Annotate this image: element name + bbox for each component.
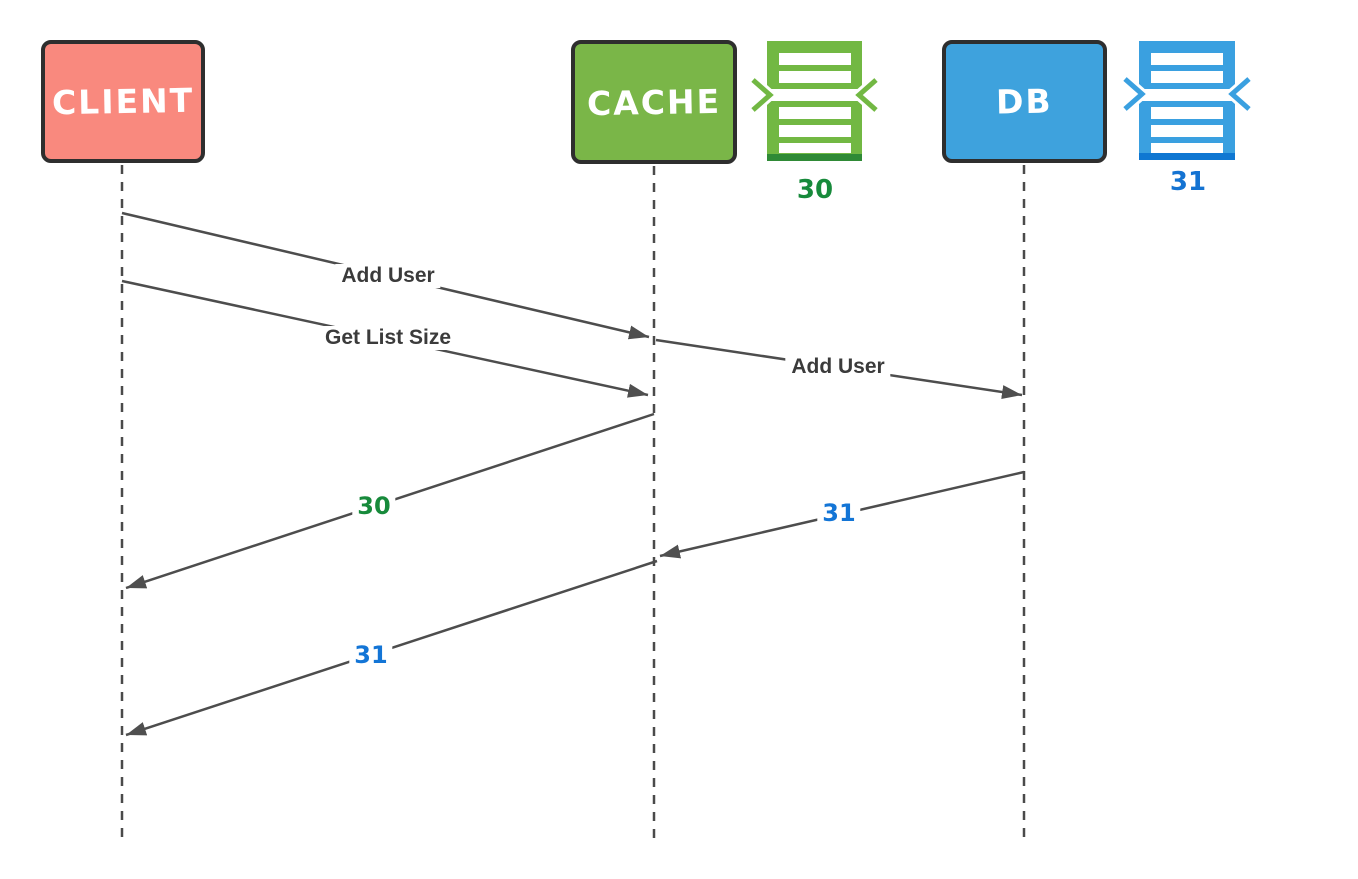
actor-box-db: DB <box>942 40 1107 163</box>
message-label-get-list-size: Get List Size <box>318 326 458 350</box>
actor-db-label: DB <box>995 81 1054 122</box>
message-label-return-31: 31 <box>349 641 393 669</box>
db-list-base <box>1139 153 1235 160</box>
db-list-rows <box>1139 53 1235 153</box>
db-list-count: 31 <box>1169 167 1207 197</box>
message-label-add-user-db: Add User <box>785 355 891 379</box>
db-push-left-chevron-icon <box>1123 77 1146 111</box>
message-label-return-30: 30 <box>352 492 396 520</box>
actor-client-label: CLIENT <box>51 80 195 123</box>
actor-box-cache: CACHE <box>571 40 737 164</box>
actor-cache-label: CACHE <box>586 81 722 123</box>
db-push-right-chevron-icon <box>1228 77 1251 111</box>
message-label-add-user: Add User <box>335 264 441 288</box>
cache-list-count: 30 <box>796 175 834 205</box>
cache-push-left-chevron-icon <box>751 78 774 112</box>
actor-box-client: CLIENT <box>41 40 205 163</box>
db-list-icon <box>1121 41 1253 160</box>
cache-list-icon <box>749 41 880 161</box>
cache-list-rows <box>767 53 862 153</box>
message-label-return-31-db: 31 <box>817 499 861 527</box>
cache-list-base <box>767 154 862 161</box>
cache-push-right-chevron-icon <box>855 78 878 112</box>
